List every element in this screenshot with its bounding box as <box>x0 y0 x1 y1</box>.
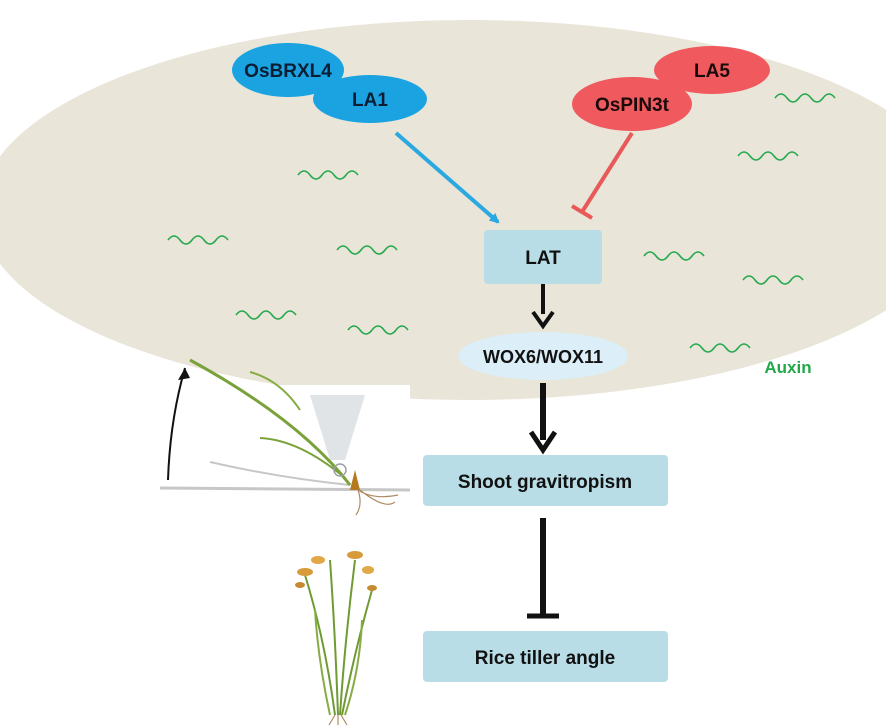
svg-text:OsPIN3t: OsPIN3t <box>595 95 670 116</box>
auxin-label: Auxin <box>764 358 811 377</box>
svg-text:LAT: LAT <box>525 248 561 269</box>
rice-seedling-illustration <box>159 358 411 525</box>
svg-text:Rice tiller angle: Rice tiller angle <box>475 648 615 669</box>
inhibition-arrow-ospin3t <box>570 131 634 220</box>
shoot-gravitropism-node: Shoot gravitropism <box>423 455 668 506</box>
rice-plant-illustration <box>295 551 377 726</box>
lat-to-wox-arrow <box>531 284 555 330</box>
wox6-wox11-node: WOX6/WOX11 <box>458 332 628 380</box>
svg-text:Shoot gravitropism: Shoot gravitropism <box>458 472 632 493</box>
lat-node: LAT <box>484 230 602 284</box>
svg-text:WOX6/WOX11: WOX6/WOX11 <box>483 347 603 367</box>
svg-text:LA5: LA5 <box>694 61 730 82</box>
la1-node: LA1 <box>313 75 427 123</box>
la5-node: LA5 <box>654 46 770 94</box>
osbrxl4-node: OsBRXL4 <box>232 43 344 97</box>
rice-tiller-angle-node: Rice tiller angle <box>423 631 668 682</box>
svg-text:LA1: LA1 <box>352 90 388 111</box>
wox-to-shoot-arrow <box>528 383 558 455</box>
auxin-molecules <box>167 93 836 353</box>
ospin3t-node: OsPIN3t <box>572 77 692 131</box>
activation-arrow <box>394 131 500 224</box>
svg-text:OsBRXL4: OsBRXL4 <box>244 61 332 82</box>
shoot-inhibits-tiller-arrow <box>527 518 559 619</box>
